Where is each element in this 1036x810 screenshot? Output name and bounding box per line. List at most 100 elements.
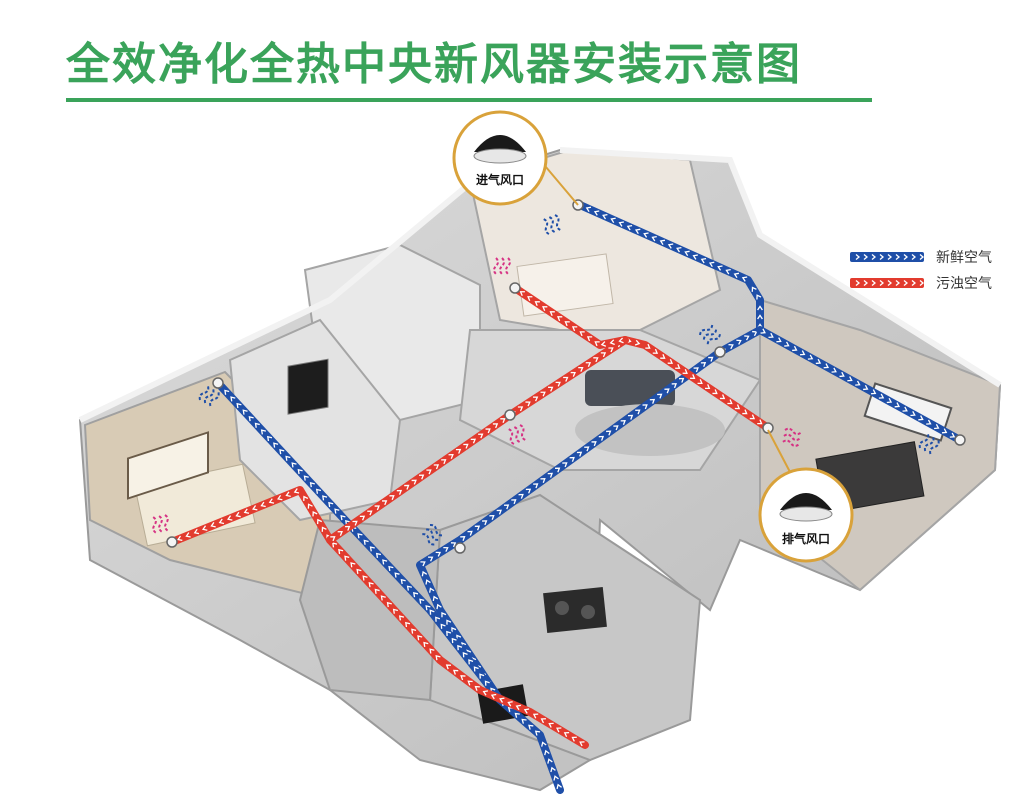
flow-chevron [312,511,318,517]
flow-chevron [386,601,392,608]
flow-chevron [252,505,258,511]
flow-chevron [380,595,386,601]
airflow-squiggle [198,385,210,401]
flow-chevron [303,495,309,501]
flow-chevron [645,343,651,349]
flow-chevron [248,416,254,422]
flow-chevron [499,697,505,703]
flow-chevron [593,357,599,363]
flow-chevron [337,531,343,536]
flow-chevron [700,258,707,264]
flow-chevron [776,337,782,343]
flow-chevron [374,505,380,511]
flow-chevron [517,406,524,412]
flow-chevron [751,286,757,292]
flow-chevron [634,339,641,346]
flow-chevron [941,428,948,434]
flow-chevron [700,362,707,367]
flow-chevron [620,420,626,425]
flow-chevron [671,383,677,389]
flow-chevron [392,608,399,614]
flow-chevron [725,269,731,275]
legend-chevron [919,254,924,260]
flow-chevron [448,454,454,459]
flow-chevron [863,384,869,391]
fresh-air-arrow-icon [850,252,924,262]
flow-chevron [678,377,685,383]
window-shower [287,358,329,415]
flow-chevron [291,462,297,468]
wall-art-left [127,431,209,500]
legend-exhaust-label: 污浊空气 [936,276,992,292]
flow-chevron [910,410,916,417]
flow-chevron [389,495,395,501]
flow-chevron [352,520,358,526]
flow-chevron [443,546,449,552]
flow-chevron [540,478,546,483]
flow-chevron [254,422,260,428]
flow-chevron [435,655,441,661]
flow-chevron [242,409,248,415]
exhaust-vent-icon-grille [779,506,833,522]
flow-chevron [315,488,322,494]
flow-chevron [363,539,369,545]
legend-chevron [855,280,861,286]
exhaust-vent-icon [780,493,832,510]
title-underline [66,98,872,102]
flow-chevron [926,419,932,425]
flow-chevron [918,415,924,421]
building-floorplan [78,147,1002,792]
duct-terminal-vent [166,536,178,548]
flow-chevron [332,542,338,548]
flow-chevron [626,224,633,231]
duct-terminal-vent [762,422,774,434]
airflow-squiggle [706,333,721,345]
flow-chevron [321,526,327,532]
airflow-squiggle [554,214,561,231]
flow-chevron [176,535,183,542]
flow-chevron [591,441,597,447]
flow-chevron [733,272,740,279]
intake-vent-label: 进气风口 [476,172,524,187]
flow-chevron [664,388,670,394]
flow-chevron [831,367,837,373]
fresh-air-duct [214,379,504,704]
flow-chevron [598,435,605,441]
flow-chevron [569,456,575,462]
wall-line [559,147,1002,388]
flow-chevron [570,371,576,377]
flow-chevron [218,518,225,525]
flow-chevron [490,693,497,700]
duct-terminal-vent [504,409,516,421]
legend-chevron [863,254,869,260]
airflow-squiggle [203,388,215,404]
flow-chevron [340,515,346,521]
airflow-squiggle [548,216,556,233]
flow-chevron [435,551,442,557]
flow-chevron [441,459,447,465]
flow-chevron [330,536,336,542]
flow-chevron [719,394,726,400]
legend-chevron [903,280,909,286]
flow-chevron [474,685,480,691]
flow-chevron [527,296,533,302]
flow-chevron [202,525,208,531]
airflow-squiggle [426,528,439,541]
flow-chevron [515,704,522,711]
flow-chevron [420,561,426,567]
flow-chevron [553,775,559,781]
legend-chevron [919,280,924,286]
flow-chevron [293,488,300,494]
flow-chevron [500,418,506,423]
flow-chevron [277,494,283,501]
airflow-squiggle [918,433,930,449]
airflow-squiggle [519,424,526,441]
legend: 新鲜空气 污浊空气 [850,244,992,296]
flow-chevron [684,250,690,257]
flow-chevron [556,727,562,733]
airflow-squiggle [164,514,169,532]
flow-chevron [728,343,734,350]
flow-chevron [807,354,814,360]
flow-chevron [423,641,429,647]
flow-chevron [608,347,614,353]
